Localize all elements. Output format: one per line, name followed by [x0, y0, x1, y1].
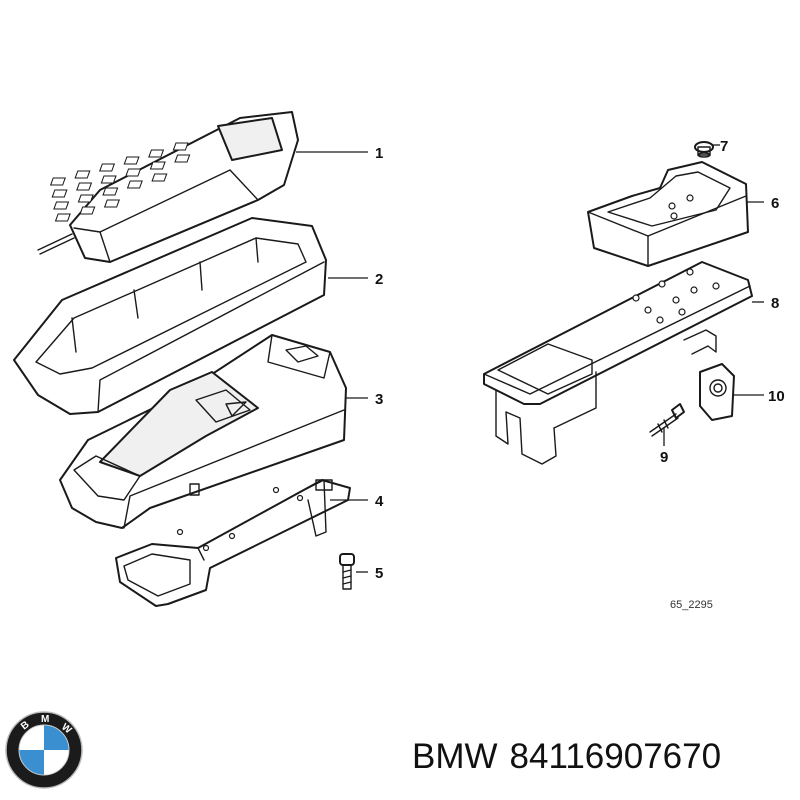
brand-name: BMW	[412, 737, 498, 776]
part-7-clip	[694, 141, 714, 158]
part-1-phone-handset	[37, 111, 299, 263]
bmw-roundel-logo: B M W	[5, 711, 83, 789]
part-2-cradle-frame	[13, 217, 327, 415]
part-6-tray	[587, 161, 749, 267]
part-9-screw	[649, 403, 685, 437]
part-4-mounting-bracket	[115, 479, 351, 607]
part-10-nut-clip	[699, 363, 735, 421]
part-5-screw	[339, 553, 355, 590]
callout-9: 9	[660, 449, 668, 466]
part-3-cradle-base	[59, 334, 347, 529]
plate-holes	[632, 268, 720, 324]
callout-2: 2	[375, 271, 383, 288]
callout-3: 3	[375, 391, 383, 408]
callout-5: 5	[375, 565, 383, 582]
callout-7: 7	[720, 138, 728, 155]
callout-labels: 1 2 3 4 5 6 7 8 9 10 65_2295	[375, 138, 785, 611]
part-8-base-plate	[483, 261, 753, 465]
callout-6: 6	[771, 195, 779, 212]
leader-lines	[296, 144, 764, 573]
callout-10: 10	[768, 388, 785, 405]
callout-1: 1	[375, 145, 383, 162]
callout-4: 4	[375, 493, 384, 510]
brand-part-number-caption: BMW 84116907670	[412, 737, 792, 787]
callout-8: 8	[771, 295, 779, 312]
svg-text:M: M	[41, 714, 49, 725]
handset-keypad	[49, 142, 191, 222]
figure-reference: 65_2295	[670, 599, 713, 611]
part-number: 84116907670	[509, 737, 722, 776]
